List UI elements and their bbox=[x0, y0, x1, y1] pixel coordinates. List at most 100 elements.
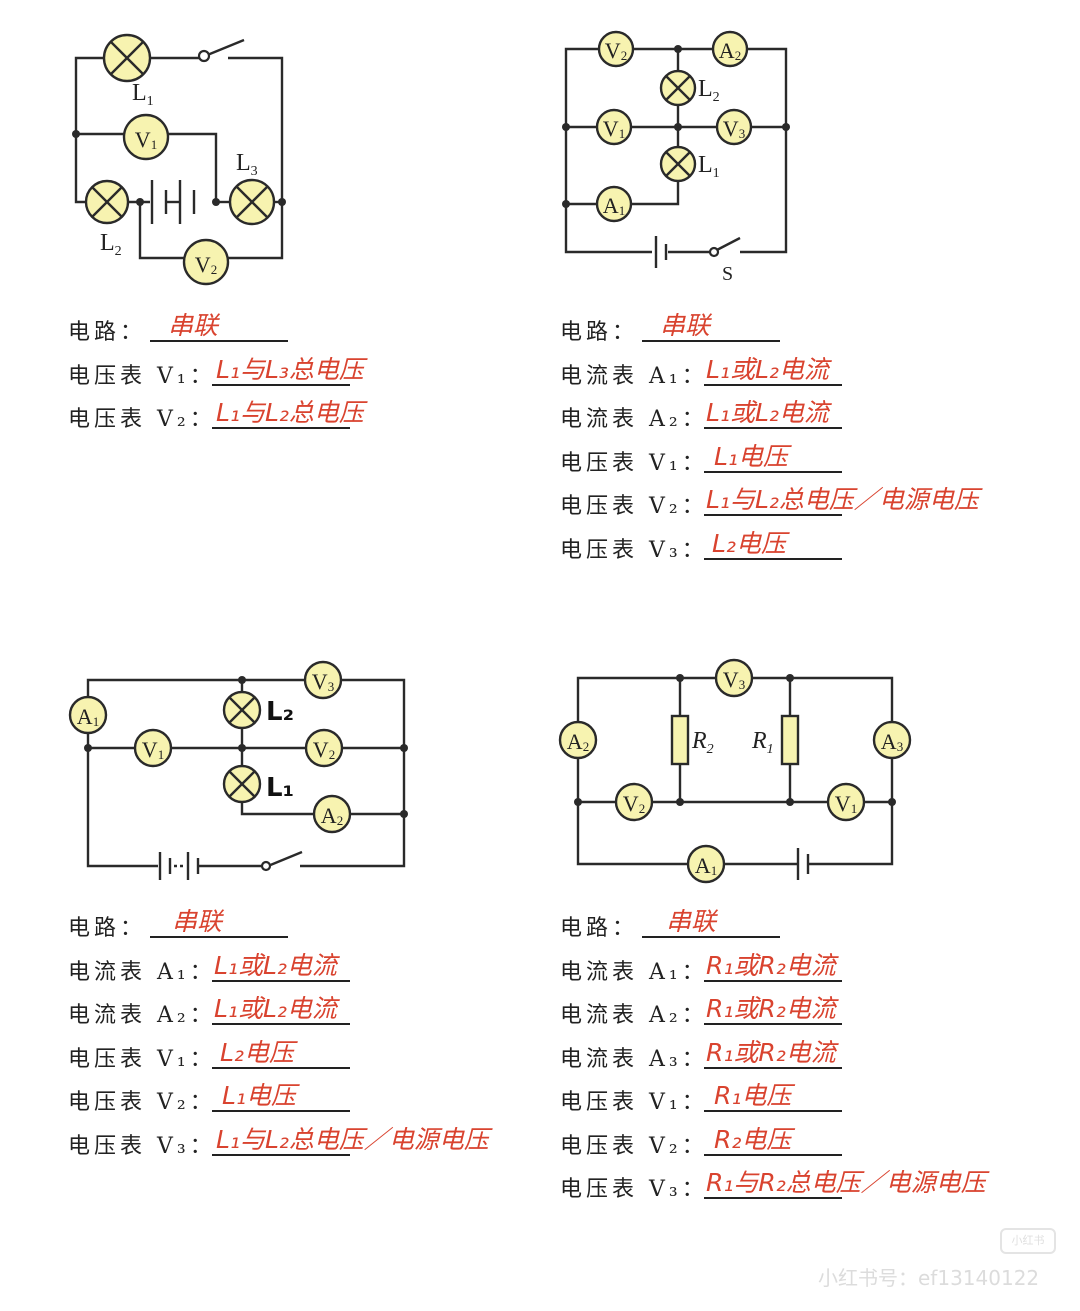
row-answer: R₁或R₂电流 bbox=[706, 1038, 836, 1067]
row-answer: L₁与L₂总电压／电源电压 bbox=[706, 485, 979, 514]
label-R2: R2 bbox=[691, 728, 714, 757]
lamp-L1-icon bbox=[659, 145, 697, 183]
row-answer: L₁或L₂电流 bbox=[214, 994, 337, 1023]
row-label: 电压表 V₁： bbox=[68, 364, 216, 389]
label-switch-S: S bbox=[722, 263, 733, 285]
row-label: 电路： bbox=[68, 320, 147, 345]
ammeter-A1-icon: A1 bbox=[686, 844, 726, 884]
lamp-L2-icon bbox=[659, 69, 697, 107]
svg-text:A1: A1 bbox=[77, 704, 99, 729]
row-answer: 串联 bbox=[666, 907, 717, 936]
svg-text:V2: V2 bbox=[605, 38, 627, 63]
circuit-diagram-3: A1 V1 V3 V2 A2 L₂ L₁ bbox=[68, 660, 408, 880]
row-ammeter-A2: 电流表 A₂： R₁或R₂电流 bbox=[560, 989, 1060, 1029]
row-voltmeter-V2: 电压表 V₂： L₁与L₂总电压／电源电压 bbox=[560, 480, 1060, 520]
ammeter-A1-icon: A1 bbox=[68, 695, 108, 735]
row-label: 电压表 V₃： bbox=[560, 1177, 708, 1202]
row-label: 电压表 V₂： bbox=[560, 494, 708, 519]
circuit-diagram-4: V3 A2 A3 V2 V1 A1 R2 R1 bbox=[558, 658, 912, 884]
row-ammeter-A2: 电流表 A₂： L₁或L₂电流 bbox=[68, 989, 538, 1029]
ammeter-A2-icon: A2 bbox=[558, 720, 598, 760]
svg-text:A2: A2 bbox=[719, 38, 741, 63]
row-label: 电路： bbox=[560, 916, 639, 941]
svg-text:A1: A1 bbox=[603, 193, 625, 218]
ammeter-A2-icon: A2 bbox=[711, 30, 749, 68]
row-label: 电路： bbox=[560, 320, 639, 345]
row-circuit-type: 电路： 串联 bbox=[560, 306, 1060, 346]
row-circuit-type: 电路： 串联 bbox=[560, 902, 1060, 942]
row-answer: 串联 bbox=[168, 311, 219, 340]
ammeter-A3-icon: A3 bbox=[872, 720, 912, 760]
row-label: 电流表 A₁： bbox=[560, 960, 708, 985]
row-answer: L₂电压 bbox=[220, 1038, 294, 1067]
voltmeter-V3-icon: V3 bbox=[303, 660, 343, 700]
battery-icon bbox=[150, 180, 196, 224]
row-answer: L₁与L₃总电压 bbox=[216, 355, 364, 384]
label-L1: L1 bbox=[132, 80, 154, 109]
svg-text:A2: A2 bbox=[321, 803, 343, 828]
voltmeter-V1-icon: V1 bbox=[122, 113, 170, 161]
row-voltmeter-V2: 电压表 V₂： R₂电压 bbox=[560, 1120, 1060, 1160]
row-circuit-type: 电路： 串联 bbox=[68, 306, 528, 346]
battery-icon bbox=[654, 236, 668, 268]
svg-text:V3: V3 bbox=[723, 116, 745, 141]
label-L1: L₁ bbox=[266, 773, 294, 803]
ammeter-A2-icon: A2 bbox=[312, 794, 352, 834]
voltmeter-V3-icon: V3 bbox=[715, 108, 753, 146]
label-L2: L2 bbox=[100, 230, 122, 259]
row-voltmeter-V3: 电压表 V₃： R₁与R₂总电压／电源电压 bbox=[560, 1163, 1060, 1203]
row-circuit-type: 电路： 串联 bbox=[68, 902, 538, 942]
row-label: 电压表 V₂： bbox=[68, 1090, 216, 1115]
row-ammeter-A1: 电流表 A₁： L₁或L₂电流 bbox=[560, 350, 1060, 390]
label-L1: L1 bbox=[698, 152, 720, 181]
row-voltmeter-V1: 电压表 V₁： L₁与L₃总电压 bbox=[68, 350, 528, 390]
voltmeter-V2-icon: V2 bbox=[597, 30, 635, 68]
voltmeter-V2-icon: V2 bbox=[614, 782, 654, 822]
ammeter-A1-icon: A1 bbox=[595, 185, 633, 223]
battery-icon bbox=[158, 852, 200, 880]
svg-text:V1: V1 bbox=[835, 791, 857, 816]
row-label: 电压表 V₁： bbox=[560, 1090, 708, 1115]
row-answer: R₁或R₂电流 bbox=[706, 951, 836, 980]
row-voltmeter-V3: 电压表 V₃： L₂电压 bbox=[560, 524, 1060, 564]
row-label: 电压表 V₂： bbox=[68, 407, 216, 432]
watermark-text: 小红书号：ef13140122 bbox=[818, 1266, 1040, 1290]
lamp-L2-icon bbox=[84, 179, 130, 225]
row-answer: 串联 bbox=[660, 311, 711, 340]
svg-text:A1: A1 bbox=[695, 853, 717, 878]
svg-text:V2: V2 bbox=[195, 252, 217, 277]
row-answer: L₁或L₂电流 bbox=[706, 355, 829, 384]
row-answer: 串联 bbox=[172, 907, 223, 936]
row-answer: R₂电压 bbox=[714, 1125, 792, 1154]
lamp-L2-icon bbox=[222, 690, 262, 730]
row-label: 电压表 V₁： bbox=[68, 1047, 216, 1072]
row-label: 电流表 A₂： bbox=[560, 407, 708, 432]
row-ammeter-A2: 电流表 A₂： L₁或L₂电流 bbox=[560, 393, 1060, 433]
wires-2 bbox=[564, 47, 788, 254]
row-voltmeter-V1: 电压表 V₁： L₂电压 bbox=[68, 1033, 538, 1073]
label-L3: L3 bbox=[236, 150, 258, 179]
row-answer: R₁与R₂总电压／电源电压 bbox=[706, 1168, 986, 1197]
svg-text:V1: V1 bbox=[135, 127, 157, 152]
svg-text:V2: V2 bbox=[623, 791, 645, 816]
lamp-L1-icon bbox=[102, 33, 152, 83]
row-answer: L₁电压 bbox=[222, 1081, 296, 1110]
row-voltmeter-V2: 电压表 V₂： L₁电压 bbox=[68, 1076, 538, 1116]
row-voltmeter-V1: 电压表 V₁： L₁电压 bbox=[560, 437, 1060, 477]
svg-text:V3: V3 bbox=[723, 667, 745, 692]
label-L2: L2 bbox=[698, 76, 720, 105]
row-label: 电压表 V₁： bbox=[560, 451, 708, 476]
row-label: 电流表 A₃： bbox=[560, 1047, 708, 1072]
row-label: 电流表 A₂： bbox=[560, 1003, 708, 1028]
row-answer: L₁与L₂总电压／电源电压 bbox=[216, 1125, 489, 1154]
answers-panel-4: 电路： 串联 电流表 A₁： R₁或R₂电流 电流表 A₂： R₁或R₂电流 电… bbox=[560, 902, 1060, 1202]
voltmeter-V1-icon: V1 bbox=[826, 782, 866, 822]
resistor-R2-icon bbox=[670, 714, 690, 766]
row-voltmeter-V1: 电压表 V₁： R₁电压 bbox=[560, 1076, 1060, 1116]
voltmeter-V3-icon: V3 bbox=[714, 658, 754, 698]
row-label: 电压表 V₃： bbox=[560, 538, 708, 563]
row-answer: L₂电压 bbox=[712, 529, 786, 558]
svg-text:V2: V2 bbox=[313, 737, 335, 762]
row-ammeter-A1: 电流表 A₁： L₁或L₂电流 bbox=[68, 946, 538, 986]
row-label: 电压表 V₃： bbox=[68, 1134, 216, 1159]
